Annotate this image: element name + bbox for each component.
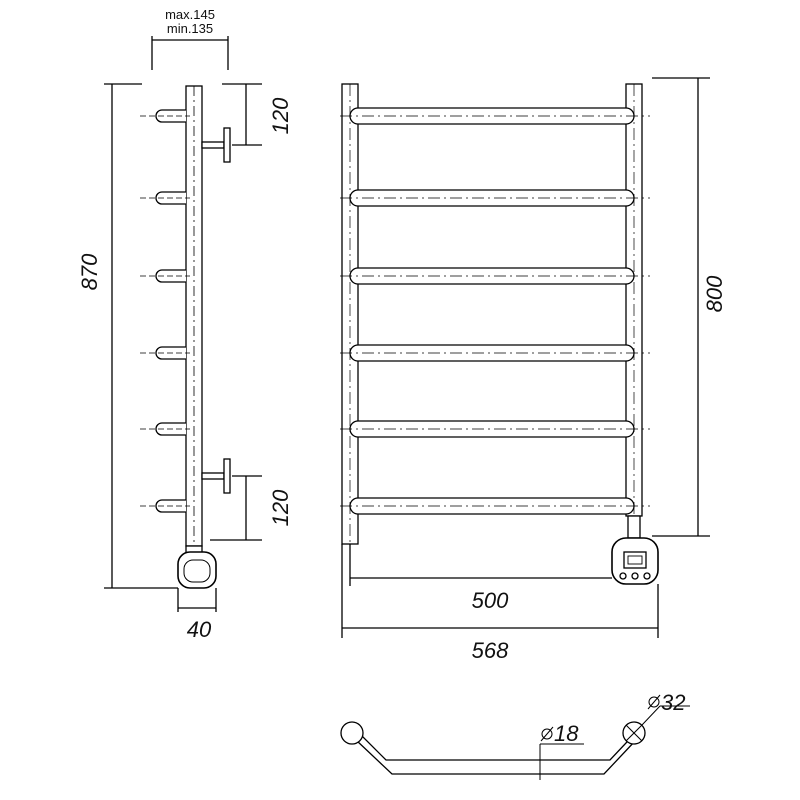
wall-bracket-top xyxy=(201,127,231,163)
rail-diameter-annotation: 32 xyxy=(647,690,685,715)
front-view xyxy=(340,77,710,638)
tube-diameter-annotation: 18 xyxy=(540,721,579,746)
diameter-symbol-icon xyxy=(540,726,554,742)
top-offset-label: 120 xyxy=(268,97,293,134)
top-view-rung-profile xyxy=(340,705,690,780)
center-width-label: 500 xyxy=(472,588,509,613)
side-rung-stubs xyxy=(140,109,190,513)
controller-button xyxy=(643,572,651,580)
side-view xyxy=(104,36,262,612)
connector-width-label: 40 xyxy=(187,617,212,642)
rail-diameter-label: 32 xyxy=(661,690,685,715)
total-height-label: 870 xyxy=(77,253,102,290)
controller-button xyxy=(631,572,639,580)
diameter-symbol-icon xyxy=(647,694,661,710)
rail-section-left xyxy=(340,721,364,745)
center-height-label: 800 xyxy=(702,275,727,312)
depth-max-label: max.145 xyxy=(165,7,215,22)
rung-profile-outer xyxy=(355,739,637,775)
side-heater-inner xyxy=(183,559,211,583)
total-width-label: 568 xyxy=(472,638,509,663)
rung-profile-inner xyxy=(351,725,643,761)
wall-bracket-bottom xyxy=(201,458,231,494)
front-rungs xyxy=(349,107,635,515)
tube-diameter-label: 18 xyxy=(554,721,579,746)
bottom-offset-label: 120 xyxy=(268,489,293,526)
controller-button xyxy=(619,572,627,580)
depth-min-label: min.135 xyxy=(167,21,213,36)
